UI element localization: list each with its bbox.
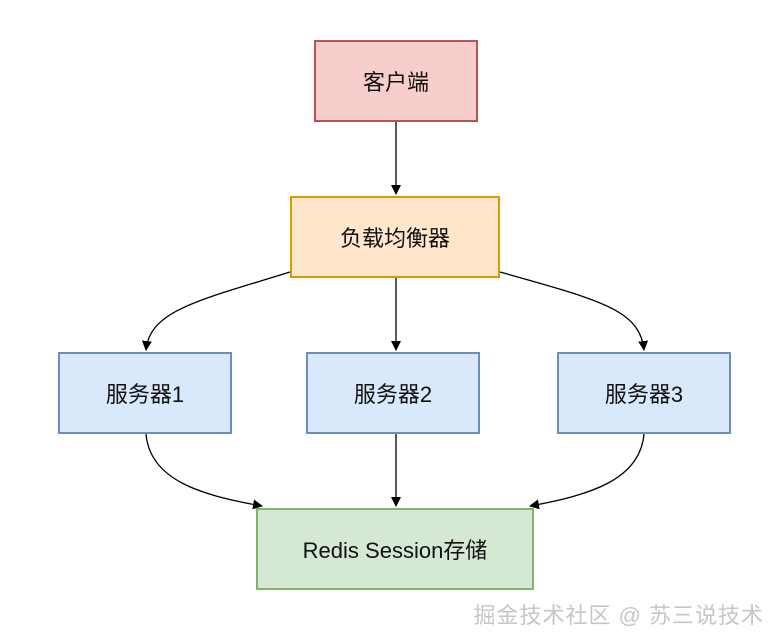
watermark: 掘金技术社区 @ 苏三说技术: [473, 603, 764, 628]
load-balancer-node: 负载均衡器: [290, 196, 500, 278]
redis-session-store-node: Redis Session存储: [256, 508, 534, 590]
server1-node-label: 服务器1: [105, 382, 185, 407]
server2-node-label: 服务器2: [353, 382, 433, 407]
edge-server3-to-redis: [529, 433, 645, 510]
edge-load-balancer-to-server1: [141, 271, 291, 351]
edge-server1-to-redis: [145, 433, 263, 510]
client-node-label: 客户端: [362, 70, 429, 95]
server1-node: 服务器1: [58, 352, 232, 434]
server3-node-label: 服务器3: [604, 382, 684, 407]
load-balancer-node-label: 负载均衡器: [339, 226, 450, 251]
client-node: 客户端: [314, 40, 478, 122]
edge-load-balancer-to-server3: [499, 271, 649, 351]
server2-node: 服务器2: [306, 352, 480, 434]
server3-node: 服务器3: [557, 352, 731, 434]
redis-session-store-node-label: Redis Session存储: [302, 538, 488, 563]
